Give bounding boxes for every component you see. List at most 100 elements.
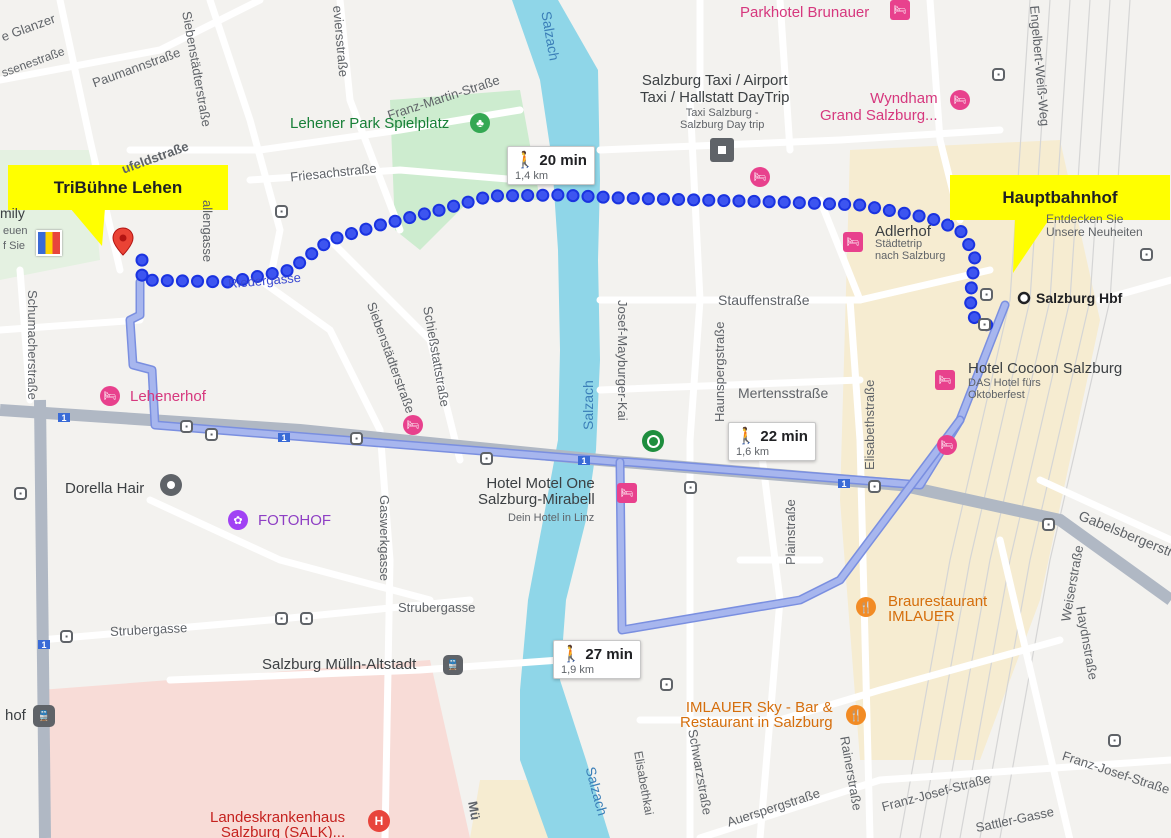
poi-cocoon-sub: DAS Hotel fürs Oktoberfest (968, 377, 1041, 401)
selected-route-dotted-inner (137, 190, 1000, 333)
alt-routes (125, 277, 1010, 635)
bus-stop-icon[interactable]: ▪ (868, 480, 881, 493)
poi-wyndham[interactable]: Wyndham Grand Salzburg... (820, 90, 938, 124)
salon-icon[interactable] (160, 474, 182, 496)
bus-stop-icon[interactable]: ▪ (480, 452, 493, 465)
poi-lehener-park[interactable]: Lehener Park Spielplatz (290, 115, 450, 132)
hotel-icon[interactable]: 🛏 (935, 370, 955, 390)
road-shield-number: 1 (41, 640, 46, 650)
route-badge-20min[interactable]: 🚶 20 min 1,4 km (507, 146, 595, 185)
route-distance: 1,4 km (515, 170, 549, 182)
bus-stop-icon[interactable]: ▪ (684, 481, 697, 494)
street-label: Stauffenstraße (718, 292, 810, 308)
street-label: Haunspergstraße (712, 321, 727, 422)
park-icon[interactable] (642, 430, 664, 452)
camera-icon[interactable]: ✿ (228, 510, 248, 530)
callout-end-pointer (1013, 218, 1050, 273)
salzach-river (512, 0, 610, 838)
street-label: allengasse (200, 200, 215, 263)
street-label: Plainstraße (783, 499, 798, 565)
poi-mulln-altstadt[interactable]: Salzburg Mülln-Altstadt (262, 656, 417, 673)
hospital-icon[interactable]: H (368, 810, 390, 832)
bus-stop-icon[interactable]: ▪ (205, 428, 218, 441)
train-icon[interactable]: 🚆 (33, 705, 55, 727)
main-road-west (34, 399, 51, 838)
route-badge-22min[interactable]: 🚶 22 min 1,6 km (728, 422, 816, 461)
commercial-area-east (840, 140, 1100, 760)
walking-person-icon: 🚶 (736, 428, 756, 445)
callout-end: Hauptbahnhof (950, 175, 1170, 220)
bus-stop-icon[interactable]: ▪ (350, 432, 363, 445)
poi-fur-sie: f Sie (3, 240, 26, 252)
walking-person-icon: 🚶 (561, 646, 581, 663)
start-pin (112, 227, 134, 256)
bus-stop-icon[interactable]: ▪ (992, 68, 1005, 81)
hospital-area (40, 660, 470, 838)
route-distance: 1,6 km (736, 446, 770, 458)
bus-stop-icon[interactable]: ▪ (1140, 248, 1153, 261)
road-shield-number: 1 (61, 413, 66, 423)
bus-stop-icon[interactable]: ▪ (1042, 518, 1055, 531)
street-label: Strubergasse (398, 600, 476, 615)
bus-stop-icon[interactable]: ▪ (275, 612, 288, 625)
poi-cocoon[interactable]: Hotel Cocoon Salzburg (968, 360, 1123, 377)
taxi-icon[interactable] (710, 138, 734, 162)
hotel-icon[interactable]: 🛏 (750, 167, 770, 187)
bus-stop-icon[interactable]: ▪ (978, 318, 991, 331)
road-shield-number: 1 (841, 479, 846, 489)
bus-stop-icon[interactable]: ▪ (275, 205, 288, 218)
poi-lehenerhof[interactable]: Lehenerhof (130, 388, 206, 405)
bus-stop-icon[interactable]: ▪ (180, 420, 193, 433)
poi-parkhotel[interactable]: Parkhotel Brunauer (740, 4, 870, 21)
poi-motel-one-sub: Dein Hotel in Linz (508, 512, 595, 524)
destination-label[interactable]: Salzburg Hbf (1036, 290, 1123, 306)
bus-stop-icon[interactable]: ▪ (60, 630, 73, 643)
hotel-icon[interactable]: 🛏 (403, 415, 423, 435)
poi-neuen: euen (3, 225, 28, 237)
hotel-icon[interactable]: 🛏 (617, 483, 637, 503)
poi-taxi-sub: Taxi Salzburg - Salzburg Day trip (680, 107, 765, 131)
bus-stop-icon[interactable]: ▪ (1108, 734, 1121, 747)
poi-braurestaurant[interactable]: Braurestaurant IMLAUER (888, 593, 988, 625)
route-time: 22 min (760, 428, 808, 445)
poi-imlauer-sky[interactable]: IMLAUER Sky - Bar & Restaurant in Salzbu… (680, 699, 833, 731)
poi-hof: hof (5, 707, 26, 724)
poi-dorella[interactable]: Dorella Hair (65, 480, 145, 497)
street-label: Mü (465, 800, 484, 822)
street-label: Gaswerkgasse (377, 495, 392, 581)
store-logo-icon[interactable] (36, 230, 62, 256)
hotel-icon[interactable]: 🛏 (843, 232, 863, 252)
street-label: Mertensstraße (738, 385, 829, 401)
road-shields: 1 1 1 1 1 (38, 413, 850, 650)
route-distance: 1,9 km (561, 664, 595, 676)
street-label: Elisabethstraße (862, 379, 877, 470)
callout-start-pointer (70, 208, 105, 246)
hotel-icon[interactable]: 🛏 (937, 435, 957, 455)
hotel-icon[interactable]: 🛏 (890, 0, 910, 20)
train-icon[interactable]: 🚆 (443, 655, 463, 675)
hotel-icon[interactable]: 🛏 (950, 90, 970, 110)
route-time: 27 min (585, 646, 633, 663)
bus-stop-icon[interactable]: ▪ (300, 612, 313, 625)
street-label: Josef-Mayburger-Kai (615, 300, 630, 421)
destination-marker (1017, 291, 1031, 305)
road-shield-number: 1 (281, 433, 286, 443)
poi-taxi[interactable]: Salzburg Taxi / Airport Taxi / Hallstatt… (640, 72, 790, 106)
bus-stop-icon[interactable]: ▪ (14, 487, 27, 500)
poi-fotohof[interactable]: FOTOHOF (258, 512, 332, 529)
poi-lkh[interactable]: Landeskrankenhaus Salzburg (SALK)... (210, 809, 346, 838)
restaurant-icon[interactable]: 🍴 (846, 705, 866, 725)
bus-stop-icon[interactable]: ▪ (660, 678, 673, 691)
road-shield-number: 1 (581, 456, 586, 466)
tree-icon[interactable]: ♣ (470, 113, 490, 133)
bus-stop-icon[interactable]: ▪ (980, 288, 993, 301)
river-label: Salzach (580, 380, 596, 430)
poi-adlerhof[interactable]: Adlerhof (875, 223, 931, 240)
route-badge-27min[interactable]: 🚶 27 min 1,9 km (553, 640, 641, 679)
restaurant-icon[interactable]: 🍴 (856, 597, 876, 617)
walking-person-icon: 🚶 (515, 152, 535, 169)
poi-motel-one[interactable]: Hotel Motel One Salzburg-Mirabell (478, 475, 595, 508)
hotel-icon[interactable]: 🛏 (100, 386, 120, 406)
